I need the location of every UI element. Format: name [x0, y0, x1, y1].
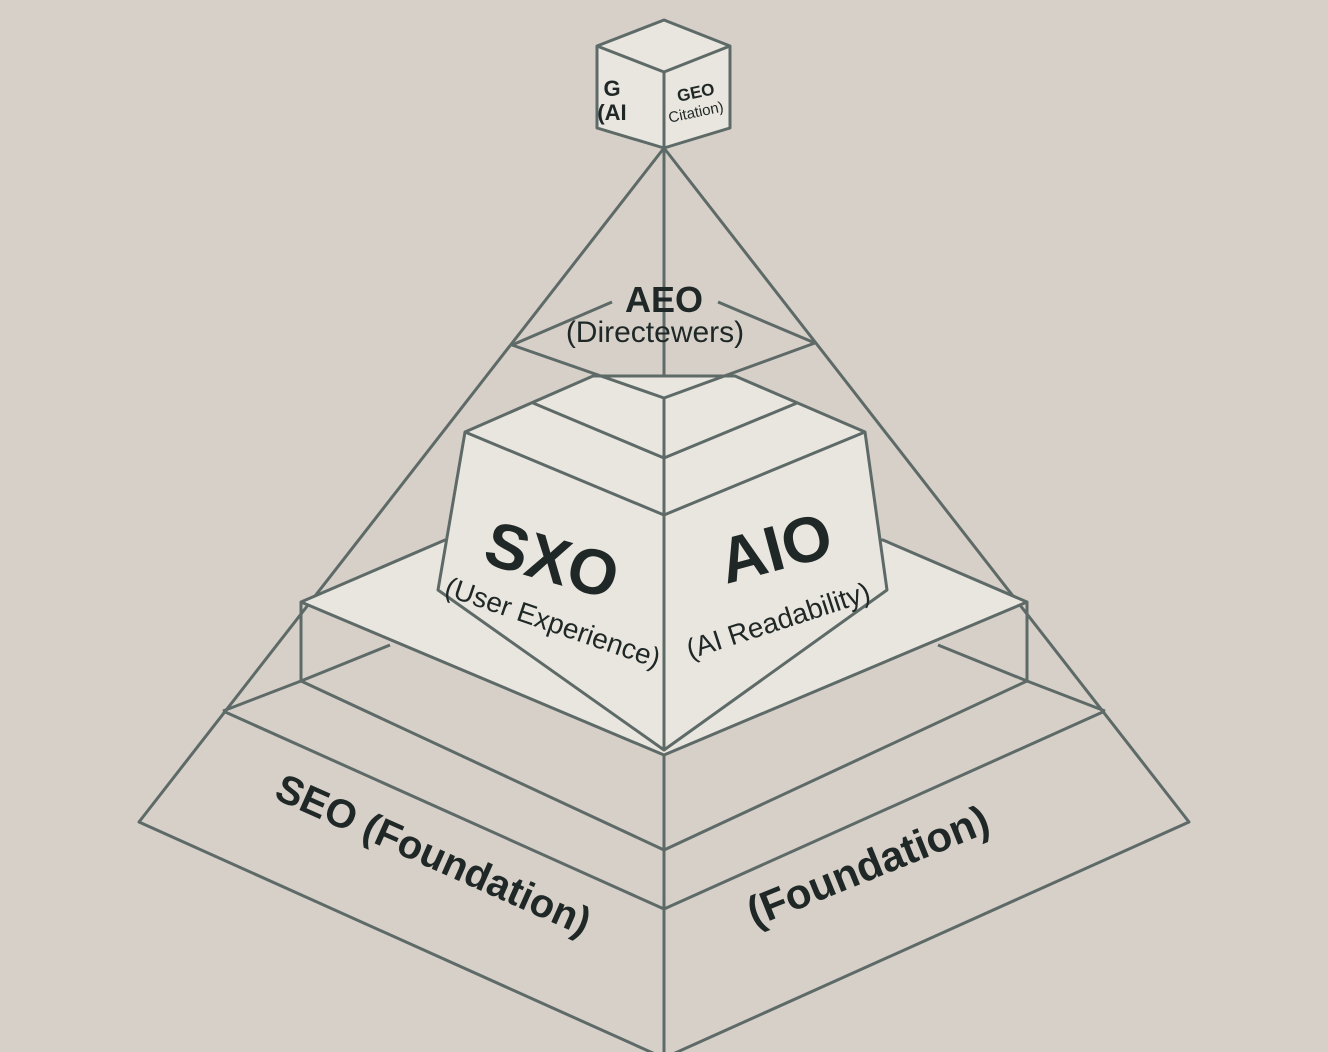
sxo-aio-block	[436, 374, 889, 752]
aeo-title: AEO	[625, 279, 703, 320]
cube-left-label-2: (AI	[597, 100, 626, 125]
aeo-layer	[511, 300, 816, 400]
seo-left-label: SEO (Foundation)	[269, 766, 597, 944]
geo-cube	[595, 18, 732, 150]
aeo-subtitle: (Directewers)	[566, 316, 744, 349]
seo-layer	[222, 643, 1106, 911]
cube-left-label-1: G	[603, 76, 620, 101]
